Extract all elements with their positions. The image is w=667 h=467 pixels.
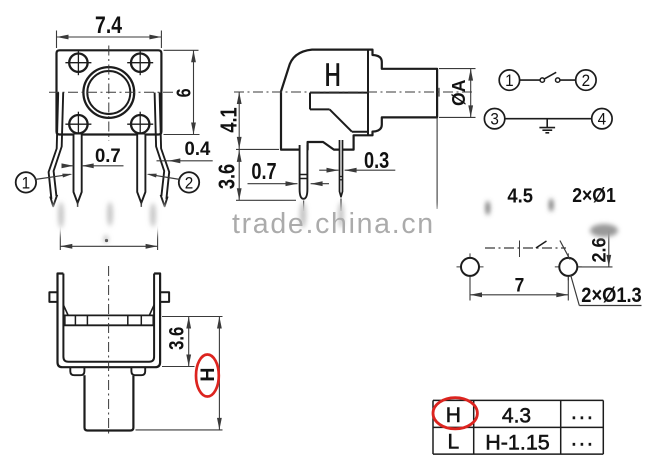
svg-text:7.4: 7.4 [95,11,123,39]
svg-text:2: 2 [185,174,194,193]
svg-text:H: H [197,368,219,382]
svg-text:...: ... [571,401,595,424]
svg-text:L: L [447,431,459,454]
svg-text:4: 4 [598,110,607,129]
svg-text:3: 3 [490,110,499,129]
svg-text:1: 1 [505,71,514,90]
svg-text:3.6: 3.6 [215,164,241,189]
svg-text:4.3: 4.3 [502,404,531,427]
svg-text:2×Ø1: 2×Ø1 [572,185,616,208]
svg-text:0.4: 0.4 [185,138,211,160]
svg-text:4.1: 4.1 [216,107,242,132]
svg-text:3.6: 3.6 [166,327,189,350]
svg-text:6: 6 [172,88,195,97]
svg-text:H: H [446,404,461,427]
svg-text:7: 7 [515,274,525,296]
svg-text:1: 1 [22,174,31,193]
svg-text:H-1.15: H-1.15 [485,431,550,455]
svg-text:0.3: 0.3 [364,148,389,174]
svg-text:2×Ø1.3: 2×Ø1.3 [581,283,641,307]
svg-text:2: 2 [582,71,591,90]
svg-text:4.5: 4.5 [507,184,533,207]
svg-text:2.6: 2.6 [588,237,610,262]
svg-text:ØA: ØA [449,80,470,106]
svg-text:...: ... [571,428,595,451]
svg-text:0.7: 0.7 [251,159,276,185]
svg-text:trade.china.cn: trade.china.cn [232,208,435,240]
svg-text:0.7: 0.7 [95,146,121,168]
